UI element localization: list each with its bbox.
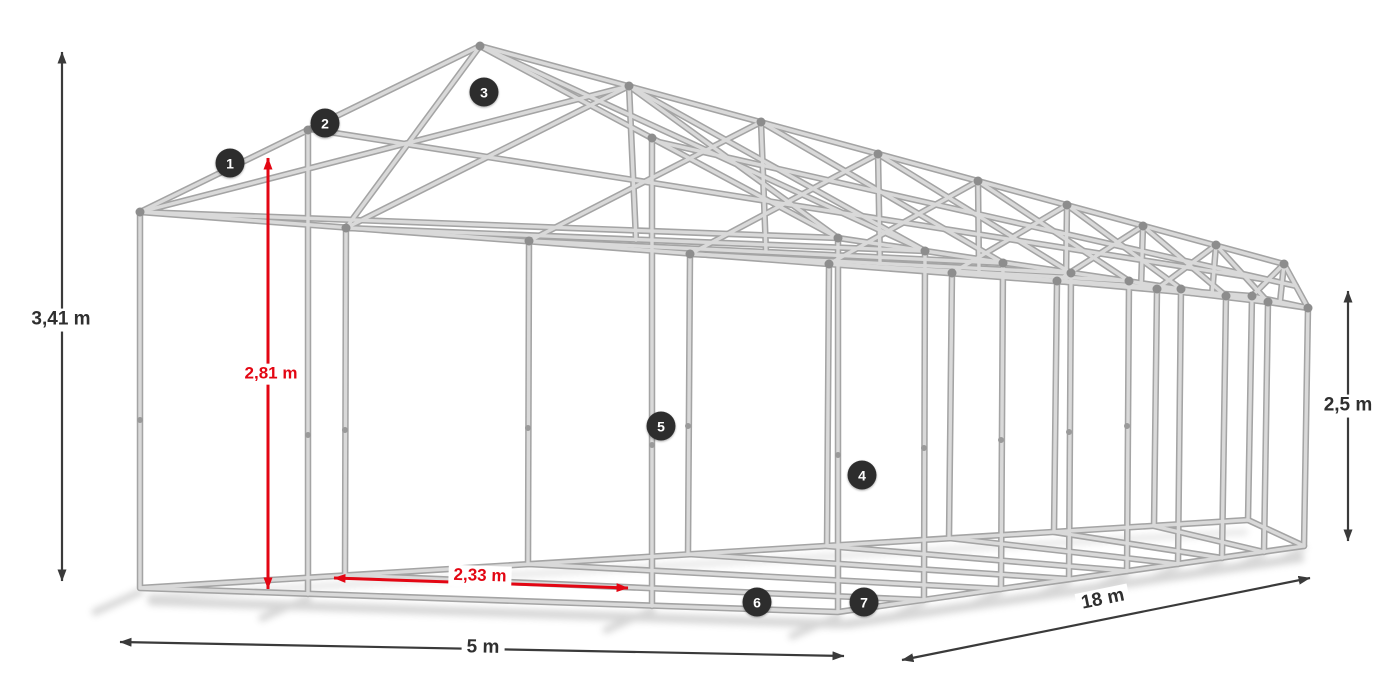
part-badge-4: 4 xyxy=(847,460,877,490)
part-badge-5: 5 xyxy=(646,411,676,441)
part-badge-2: 2 xyxy=(310,108,340,138)
part-badge-6: 6 xyxy=(742,587,772,617)
part-badge-7: 7 xyxy=(849,587,879,617)
label-entrance-height: 2,81 m xyxy=(239,363,303,385)
arrow-length xyxy=(901,575,1311,663)
label-width: 5 m xyxy=(461,636,505,660)
label-total-height: 3,41 m xyxy=(26,308,96,332)
label-side-height: 2,5 m xyxy=(1318,394,1378,418)
part-badge-1: 1 xyxy=(215,148,245,178)
connector-fittings xyxy=(135,41,1313,313)
tent-frame-structure xyxy=(135,41,1313,612)
post-sleeve-joints xyxy=(137,417,1131,458)
label-entrance-width: 2,33 m xyxy=(448,564,512,588)
part-badge-3: 3 xyxy=(469,77,499,107)
